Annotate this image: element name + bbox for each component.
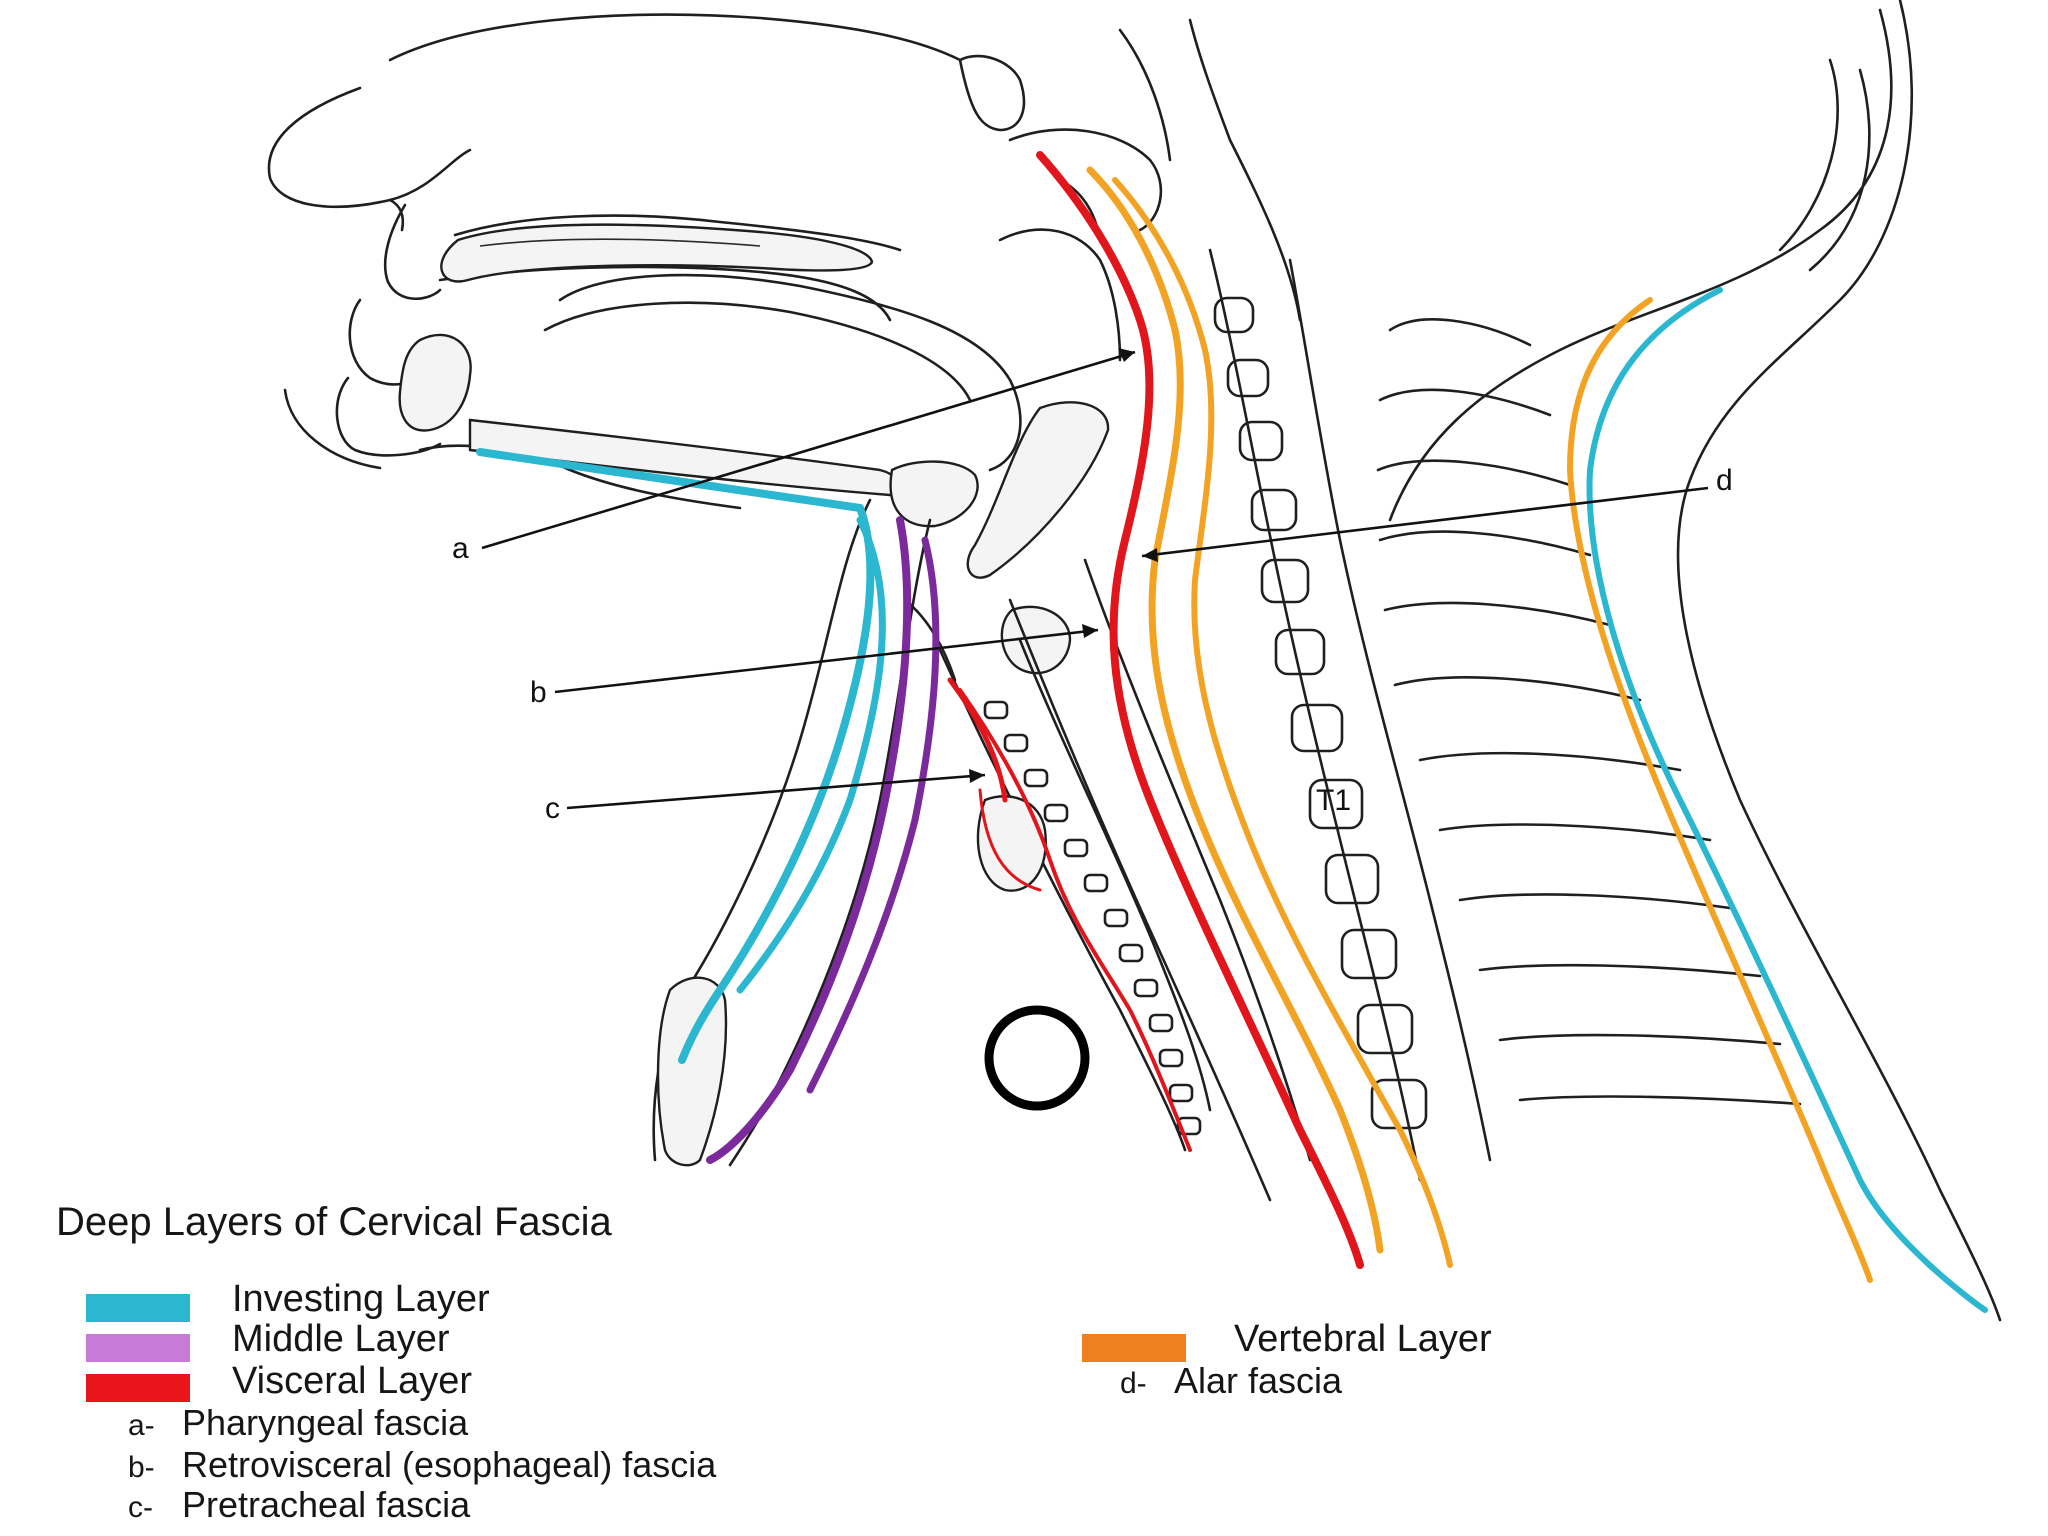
middle-layer-swatch [86, 1334, 190, 1362]
t1-label: T1 [1316, 784, 1351, 817]
oral-cavity [543, 273, 1022, 472]
legend-title: Deep Layers of Cervical Fascia [56, 1200, 612, 1244]
label-a: a [452, 532, 469, 565]
pointer-a: a [452, 348, 1136, 565]
vertebral-layer [1086, 166, 1873, 1283]
head-outline [267, 13, 962, 510]
legend-sub-b-key: b- [128, 1451, 155, 1484]
legend-sub-d-key: d- [1120, 1367, 1147, 1400]
marker-circle [984, 1005, 1090, 1111]
spinous-processes [1376, 318, 1802, 1106]
label-d: d [1716, 464, 1733, 497]
investing-layer-swatch [86, 1294, 190, 1322]
investing-layer-label: Investing Layer [232, 1278, 490, 1320]
label-c: c [545, 792, 560, 825]
legend-sub-b-label: Retrovisceral (esophageal) fascia [182, 1444, 717, 1485]
middle-layer [706, 516, 940, 1164]
vertebral-layer-label: Vertebral Layer [1234, 1318, 1492, 1360]
pharynx [998, 178, 1312, 1202]
legend-sub-a-key: a- [128, 1409, 155, 1442]
visceral-layer [947, 151, 1364, 1269]
posterior-neck [1388, 0, 2002, 1322]
pointer-b: b [530, 624, 1099, 709]
label-b: b [530, 676, 547, 709]
legend-sub-d-label: Alar fascia [1174, 1360, 1343, 1401]
skull-base [958, 18, 1302, 322]
mandible [398, 333, 900, 497]
visceral-layer-label: Visceral Layer [232, 1360, 473, 1402]
pointer-c: c [545, 769, 986, 825]
legend-sub-a-label: Pharyngeal fascia [182, 1402, 469, 1443]
middle-layer-label: Middle Layer [232, 1318, 450, 1360]
trachea [938, 638, 1212, 1152]
legend-sub-b: b- Retrovisceral (esophageal) fascia [128, 1444, 716, 1486]
palate [440, 223, 874, 283]
legend-sub-c-key: c- [128, 1491, 153, 1524]
legend-sub-c-label: Pretracheal fascia [182, 1484, 471, 1525]
pointer-d: d [1141, 464, 1733, 562]
vertebral-layer-swatch [1082, 1334, 1186, 1362]
legend-sub-d: d- Alar fascia [1120, 1360, 1342, 1402]
investing-layer [476, 287, 1988, 1313]
hyoid-larynx [889, 401, 1110, 682]
legend-sub-c: c- Pretracheal fascia [128, 1484, 470, 1526]
visceral-layer-swatch [86, 1374, 190, 1402]
legend-sub-a: a- Pharyngeal fascia [128, 1402, 468, 1444]
